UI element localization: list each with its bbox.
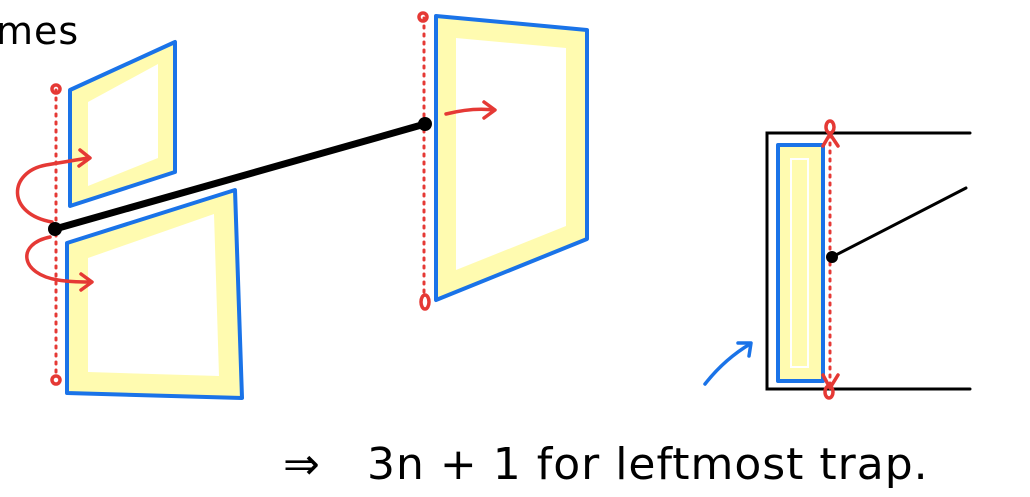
upper-left-trapezoid	[68, 40, 177, 208]
right-segment-endpoint	[826, 251, 838, 263]
middle-extension-bottom-endpoint	[419, 293, 431, 311]
middle-extension-top-endpoint	[417, 11, 429, 23]
segment-right-endpoint	[418, 117, 432, 131]
right-segment-line	[830, 186, 968, 259]
middle-trapezoid-group	[417, 11, 589, 311]
segment-line	[51, 120, 429, 233]
lower-curved-arrow	[25, 235, 92, 284]
title-fragment: mes	[0, 9, 79, 53]
caption-implies-symbol: ⇒	[283, 439, 321, 490]
blue-pointer-arrow-head	[736, 341, 753, 358]
segment-left-endpoint	[48, 222, 62, 236]
left-extension-top-endpoint	[50, 83, 62, 95]
caption-expression: 3n + 1 for leftmost trap.	[367, 439, 929, 490]
leftmost-trapezoid	[776, 143, 825, 383]
lower-curved-arrow-head	[79, 272, 94, 292]
middle-straight-arrow-head	[482, 100, 497, 120]
upper-curved-arrow	[15, 156, 90, 224]
lower-left-trapezoid	[65, 188, 244, 400]
middle-trapezoid	[434, 14, 589, 302]
left-extension-bottom-endpoint	[50, 374, 62, 386]
left-trapezoid-group	[15, 40, 244, 400]
middle-straight-arrow	[444, 107, 496, 116]
upper-curved-arrow-head	[77, 148, 92, 168]
right-bounding-group	[703, 119, 972, 400]
bounding-bracket	[765, 131, 972, 391]
right-extension-top-endpoint	[824, 119, 836, 135]
right-extension-bottom-endpoint	[823, 384, 835, 400]
segment-group	[48, 117, 432, 236]
blue-pointer-arrow	[703, 342, 752, 386]
